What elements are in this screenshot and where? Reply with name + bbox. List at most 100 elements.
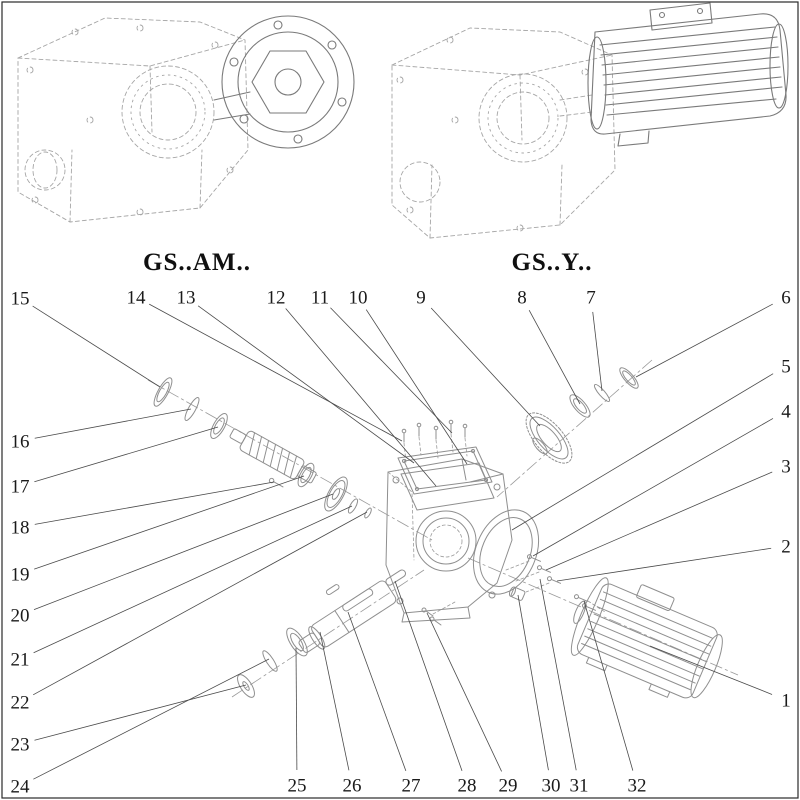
callout-number: 12 — [267, 288, 286, 309]
callout-number: 5 — [781, 357, 791, 378]
callout-26: 26 — [319, 631, 362, 797]
callout-14: 14 — [127, 288, 403, 442]
callout-number: 14 — [127, 288, 147, 309]
callout-4: 4 — [532, 402, 791, 557]
callout-leader-line — [319, 631, 350, 771]
callout-leader-line — [33, 505, 353, 654]
callout-24: 24 — [11, 658, 270, 798]
top-cover-assembly — [397, 419, 495, 511]
callout-leader-line — [32, 305, 161, 388]
callout-3: 3 — [545, 457, 791, 571]
callout-number: 6 — [781, 288, 791, 309]
callout-number: 30 — [542, 776, 561, 797]
motor-terminal-box — [636, 584, 675, 612]
callout-number: 10 — [349, 288, 368, 309]
callout-leader-line — [545, 471, 773, 571]
callout-leader-line — [394, 580, 463, 771]
callout-32: 32 — [583, 600, 647, 797]
retaining-ring — [262, 650, 278, 672]
callout-leader-line — [34, 481, 275, 525]
dowel-pin — [325, 584, 340, 596]
bearing — [210, 412, 228, 440]
washer-disc — [324, 476, 348, 512]
bearing — [569, 394, 591, 418]
callout-6: 6 — [635, 288, 791, 378]
callout-leader-line — [532, 418, 774, 557]
input-gear-tick-ring-2 — [487, 82, 559, 154]
callout-number: 26 — [343, 776, 362, 797]
callout-leader-line — [528, 309, 581, 405]
callout-8: 8 — [517, 288, 581, 405]
oil-seal — [619, 367, 639, 389]
callout-number: 13 — [177, 288, 196, 309]
exploded-view — [147, 359, 739, 699]
output-axis — [231, 569, 425, 698]
callout-number: 22 — [11, 693, 30, 714]
retaining-ring — [184, 397, 200, 421]
callout-leader-line — [33, 493, 334, 610]
callout-leader-line — [556, 547, 772, 582]
callout-number: 18 — [11, 518, 30, 539]
round-cover — [472, 509, 540, 595]
callout-number: 21 — [11, 650, 30, 671]
shaft-key — [385, 569, 407, 586]
callout-20: 20 — [11, 493, 334, 627]
callout-leader-line — [583, 600, 634, 771]
callout-number: 27 — [402, 776, 421, 797]
callout-leader-line — [592, 311, 603, 392]
output-flange — [213, 15, 355, 149]
variant-label-am: GS..AM.. — [143, 249, 251, 276]
callout-leader-line — [197, 305, 415, 464]
callout-leader-line — [635, 303, 773, 378]
callout-leader-line — [34, 426, 219, 483]
callout-29: 29 — [426, 612, 518, 797]
motor — [570, 577, 723, 699]
callout-number: 29 — [499, 776, 518, 797]
callout-leader-line — [34, 475, 305, 570]
callout-number: 20 — [11, 606, 30, 627]
small-ring — [364, 507, 372, 519]
callout-number: 31 — [570, 776, 589, 797]
terminal-box — [649, 2, 713, 31]
callout-leader-line — [517, 594, 549, 771]
callout-leader-line — [32, 511, 368, 696]
callout-leader-line — [365, 309, 468, 465]
cover-gasket — [400, 462, 495, 511]
callout-number: 23 — [11, 735, 30, 756]
gearbox-am-drawing — [17, 15, 355, 223]
callout-15: 15 — [11, 289, 161, 388]
output-shaft — [298, 580, 397, 653]
callout-number: 1 — [781, 691, 791, 712]
callout-leader-line — [149, 303, 403, 442]
callout-leader-line — [426, 612, 502, 772]
gear-axis — [496, 359, 653, 498]
callout-13: 13 — [177, 288, 415, 464]
callout-leader-line — [285, 308, 437, 487]
callout-leader-line — [511, 373, 774, 531]
worm-shaft — [229, 428, 317, 484]
callout-19: 19 — [11, 475, 305, 586]
callout-number: 11 — [311, 288, 329, 309]
callout-31: 31 — [539, 578, 589, 797]
electric-motor — [587, 2, 789, 147]
callout-25: 25 — [288, 647, 307, 797]
oil-seal — [153, 377, 173, 407]
bearing — [297, 462, 315, 488]
callout-leader-line — [295, 647, 298, 771]
callout-30: 30 — [517, 594, 561, 797]
callout-number: 25 — [288, 776, 307, 797]
retaining-ring — [593, 383, 611, 403]
callout-leader-line — [33, 658, 270, 780]
callout-27: 27 — [347, 611, 421, 797]
callout-leader-line — [430, 307, 541, 427]
callout-16: 16 — [11, 408, 192, 453]
callout-1: 1 — [649, 645, 791, 712]
callout-28: 28 — [394, 580, 477, 797]
gearbox-housing — [385, 458, 513, 623]
cover-bolts — [526, 554, 562, 584]
callout-number: 8 — [517, 288, 527, 309]
callout-leader-line — [649, 645, 773, 695]
callout-leader-line — [34, 684, 247, 741]
callout-number: 15 — [11, 289, 30, 310]
